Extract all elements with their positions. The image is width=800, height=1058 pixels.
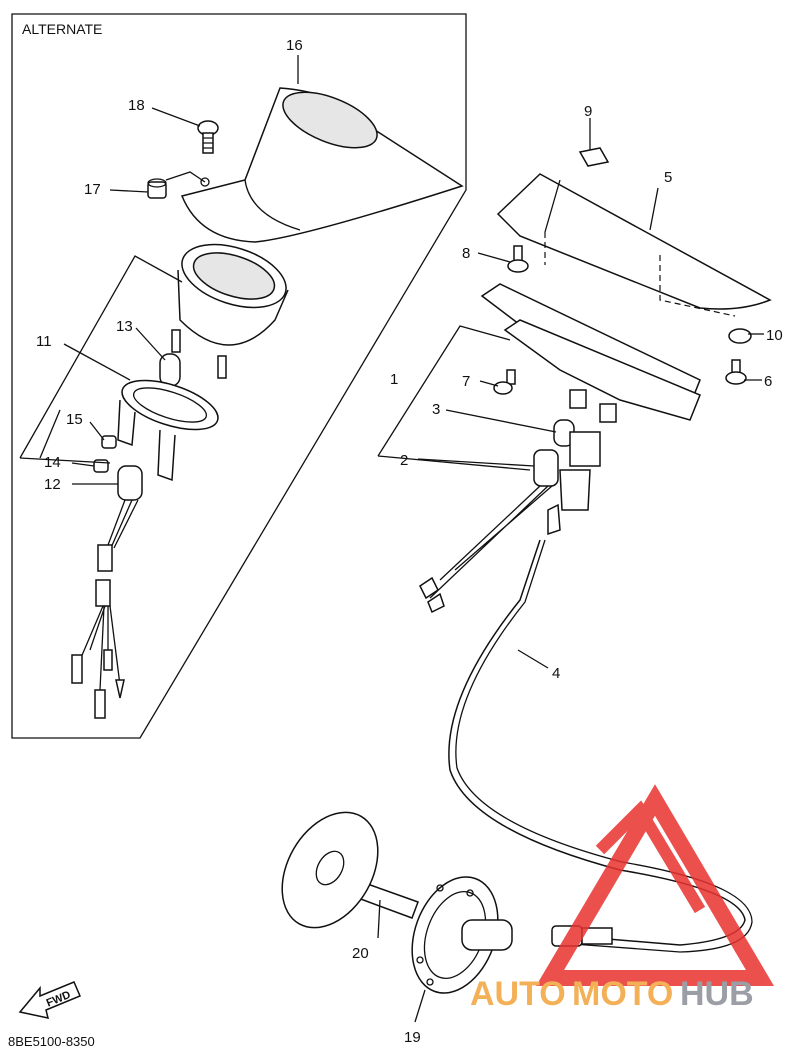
- automotohub-watermark: AUTO MOTO HUB: [470, 784, 775, 1013]
- speedometer-cable-inner-edge: [455, 539, 753, 953]
- speedometer-cable-part-4: [448, 539, 746, 946]
- group-brace-alt-mid: [19, 457, 111, 464]
- watermark-triangle-icon: [535, 784, 775, 986]
- callout-16: 16: [286, 37, 303, 54]
- callout-11: 11: [36, 333, 52, 350]
- alternate-label: ALTERNATE: [22, 21, 102, 37]
- callout-2: 2: [400, 452, 408, 469]
- leader-11: [63, 343, 131, 381]
- bracket-part-11: [117, 379, 219, 482]
- bulb-part-13: [159, 353, 181, 387]
- group-brace-alt-15: [39, 409, 61, 459]
- screw-part-8: [507, 245, 529, 273]
- group-brace-main-top: [377, 325, 511, 457]
- visor-cowl-part-16: [180, 87, 464, 243]
- leader-17: [109, 171, 206, 193]
- watermark-inner-stroke: [595, 800, 706, 914]
- meter-assembly-part-1: [480, 283, 701, 423]
- gear-unit-part-19: [411, 876, 513, 994]
- callout-15: 15: [66, 411, 83, 428]
- nut-part-17: [147, 178, 167, 199]
- leader-7: [479, 380, 499, 387]
- alternate-panel-frame: [11, 13, 467, 739]
- callout-20: 20: [352, 945, 369, 962]
- leader-5: [649, 187, 659, 231]
- leader-4: [517, 649, 549, 669]
- callout-8: 8: [462, 245, 470, 262]
- callout-9: 9: [584, 103, 592, 120]
- watermark-moto: MOTO: [572, 975, 673, 1013]
- alternate-meter-body: [171, 243, 289, 379]
- cable-upper-connector: [547, 431, 601, 536]
- leader-2: [417, 458, 535, 467]
- callout-7: 7: [462, 373, 470, 390]
- callout-12: 12: [44, 476, 61, 493]
- leader-8: [477, 252, 511, 263]
- grommet-part-15: [101, 435, 117, 449]
- leader-15: [89, 421, 105, 441]
- watermark-auto: AUTO: [470, 975, 566, 1013]
- fwd-arrow-icon: FWD: [18, 981, 81, 1019]
- group-brace-main-socket: [377, 455, 531, 471]
- leader-14: [71, 462, 95, 467]
- socket-harness-part-12: [71, 465, 143, 719]
- callout-19: 19: [404, 1029, 421, 1046]
- nut-part-9: [578, 147, 610, 167]
- callout-1: 1: [390, 371, 398, 388]
- screw-part-6: [725, 359, 747, 385]
- leader-19: [414, 989, 426, 1023]
- callout-4: 4: [552, 665, 560, 682]
- callout-18: 18: [128, 97, 145, 114]
- visor-part-5: [496, 173, 772, 310]
- callout-5: 5: [664, 169, 672, 186]
- drawing-code: 8BE5100-8350: [8, 1034, 95, 1049]
- screw-part-18: [197, 120, 219, 154]
- screw-part-7: [493, 369, 516, 395]
- watermark-hub: HUB: [680, 975, 754, 1013]
- leader-3: [445, 409, 557, 433]
- group-brace-alt-top: [19, 255, 183, 459]
- callout-14: 14: [44, 454, 61, 471]
- grommet-part-10: [728, 328, 752, 344]
- leader-13: [135, 327, 166, 361]
- callout-13: 13: [116, 318, 133, 335]
- callout-10: 10: [766, 327, 783, 344]
- callout-6: 6: [764, 373, 772, 390]
- leader-18: [151, 107, 201, 127]
- callout-17: 17: [84, 181, 101, 198]
- leader-20: [377, 899, 381, 939]
- callout-3: 3: [432, 401, 440, 418]
- disc-part: [281, 811, 379, 929]
- socket-part-2: [419, 449, 559, 614]
